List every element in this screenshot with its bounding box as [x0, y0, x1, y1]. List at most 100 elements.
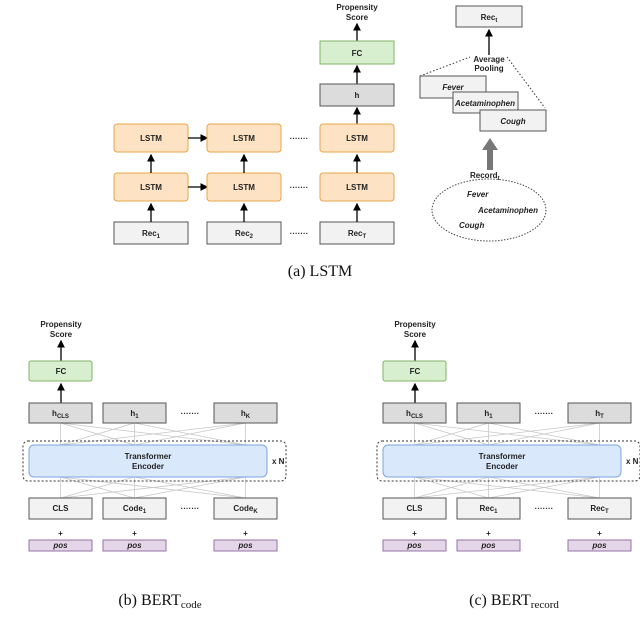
encoder-label-2: Encoder — [486, 462, 518, 471]
ellipsis: ······· — [181, 409, 200, 418]
record-code-acetaminophen: Acetaminophen — [477, 206, 538, 215]
fc-box — [319, 40, 395, 65]
record-code-cough: Cough — [459, 221, 484, 230]
pos-label: pos — [237, 541, 253, 550]
input-token-label: CodeK — [233, 504, 258, 515]
input-token-box — [28, 497, 93, 520]
pos-label: pos — [480, 541, 496, 550]
plus-icon: + — [597, 529, 602, 538]
ellipsis: ······· — [290, 229, 309, 238]
attention-line — [414, 422, 600, 446]
lstm-label: LSTM — [140, 134, 162, 143]
pos-label: pos — [52, 541, 68, 550]
plus-icon: + — [412, 529, 417, 538]
caption: (b) BERTcode — [118, 592, 201, 611]
caption: (c) BERTrecord — [469, 592, 559, 611]
ellipsis: ······· — [535, 409, 554, 418]
fc-box — [382, 360, 447, 382]
hidden-state-box — [567, 402, 632, 424]
encoder-label: Transformer — [125, 452, 172, 461]
code-fever: Fever — [442, 83, 464, 92]
positional-embedding-box — [567, 539, 632, 552]
record-t-label: Recordt — [470, 171, 500, 182]
pooling-dotted-right — [506, 56, 546, 109]
code-cough: Cough — [500, 117, 525, 126]
fc-label: FC — [410, 367, 421, 376]
lstm-label: LSTM — [233, 134, 255, 143]
transformer-encoder-box — [382, 444, 622, 478]
plus-icon: + — [486, 529, 491, 538]
ellipsis: ······· — [290, 183, 309, 192]
pos-label: pos — [591, 541, 607, 550]
input-token-label: Code1 — [123, 504, 147, 515]
hidden-state-box — [102, 402, 167, 424]
plus-icon: + — [132, 529, 137, 538]
input-token-box — [382, 497, 447, 520]
pooling-dotted-left — [419, 56, 471, 77]
lstm-panel: Propensity Score FC h Rec1 LSTM LSTM Rec2 LS… — [113, 3, 395, 280]
hidden-state-label: hCLS — [406, 409, 423, 420]
propensity-score-label: Propensity — [394, 320, 436, 329]
input-token-box — [567, 497, 632, 520]
propensity-score-label: Propensity — [40, 320, 82, 329]
propensity-score-label-2: Score — [404, 330, 427, 339]
encoder-label: Transformer — [479, 452, 526, 461]
hidden-state-label: hT — [595, 409, 604, 420]
lstm-label: LSTM — [233, 183, 255, 192]
thick-up-arrow-icon — [482, 138, 498, 170]
attention-line — [60, 422, 246, 446]
input-rec-label: Rec2 — [235, 229, 254, 240]
propensity-score-label-2: Score — [346, 13, 369, 22]
lstm-label: LSTM — [346, 183, 368, 192]
code-box-cough — [479, 109, 547, 132]
rec-t-box — [455, 5, 523, 28]
pos-label: pos — [406, 541, 422, 550]
encoder-stack-container — [22, 440, 287, 482]
propensity-score-label: Propensity — [336, 3, 378, 12]
caption-lstm: (a) LSTM — [288, 263, 352, 280]
positional-embedding-box — [382, 539, 447, 552]
hidden-state-label: h1 — [484, 409, 493, 420]
average-pooling-label-2: Pooling — [474, 64, 503, 73]
positional-embedding-box — [102, 539, 167, 552]
propensity-score-label-2: Score — [50, 330, 73, 339]
lstm-label: LSTM — [140, 183, 162, 192]
ellipsis: ······· — [535, 504, 554, 513]
record-ellipse — [431, 178, 547, 242]
fc-box — [28, 360, 93, 382]
ellipsis: ······· — [290, 134, 309, 143]
hidden-state-box — [213, 402, 278, 424]
hidden-state-box — [28, 402, 93, 424]
fc-label: FC — [56, 367, 67, 376]
pos-label: pos — [126, 541, 142, 550]
fc-label: FC — [352, 49, 363, 58]
input-rec-label: Rec1 — [142, 229, 161, 240]
plus-icon: + — [243, 529, 248, 538]
h-label: h — [355, 91, 360, 100]
hidden-state-box — [456, 402, 521, 424]
hidden-state-label: h1 — [130, 409, 139, 420]
hidden-state-label: hCLS — [52, 409, 69, 420]
encoder-stack-container — [376, 440, 640, 482]
encoder-label-2: Encoder — [132, 462, 164, 471]
plus-icon: + — [58, 529, 63, 538]
bert-record-panel: PropensityScoreFChCLSCLS+posh1Rec1+poshT… — [376, 320, 640, 611]
input-token-box — [456, 497, 521, 520]
positional-embedding-box — [456, 539, 521, 552]
input-token-label: Rec1 — [479, 504, 498, 515]
repeat-n-label: x N — [272, 457, 285, 466]
record-code-fever: Fever — [467, 190, 489, 199]
hidden-state-label: hK — [241, 409, 251, 420]
input-token-box — [102, 497, 167, 520]
input-token-label: CLS — [53, 504, 70, 513]
input-rec-label: RecT — [348, 229, 367, 240]
lstm-cell — [206, 123, 282, 153]
input-token-label: RecT — [590, 504, 609, 515]
transformer-encoder-box — [28, 444, 268, 478]
rec-t-label: Rect — [481, 13, 498, 24]
hidden-state-box — [382, 402, 447, 424]
lstm-label: LSTM — [346, 134, 368, 143]
ellipsis: ······· — [181, 504, 200, 513]
